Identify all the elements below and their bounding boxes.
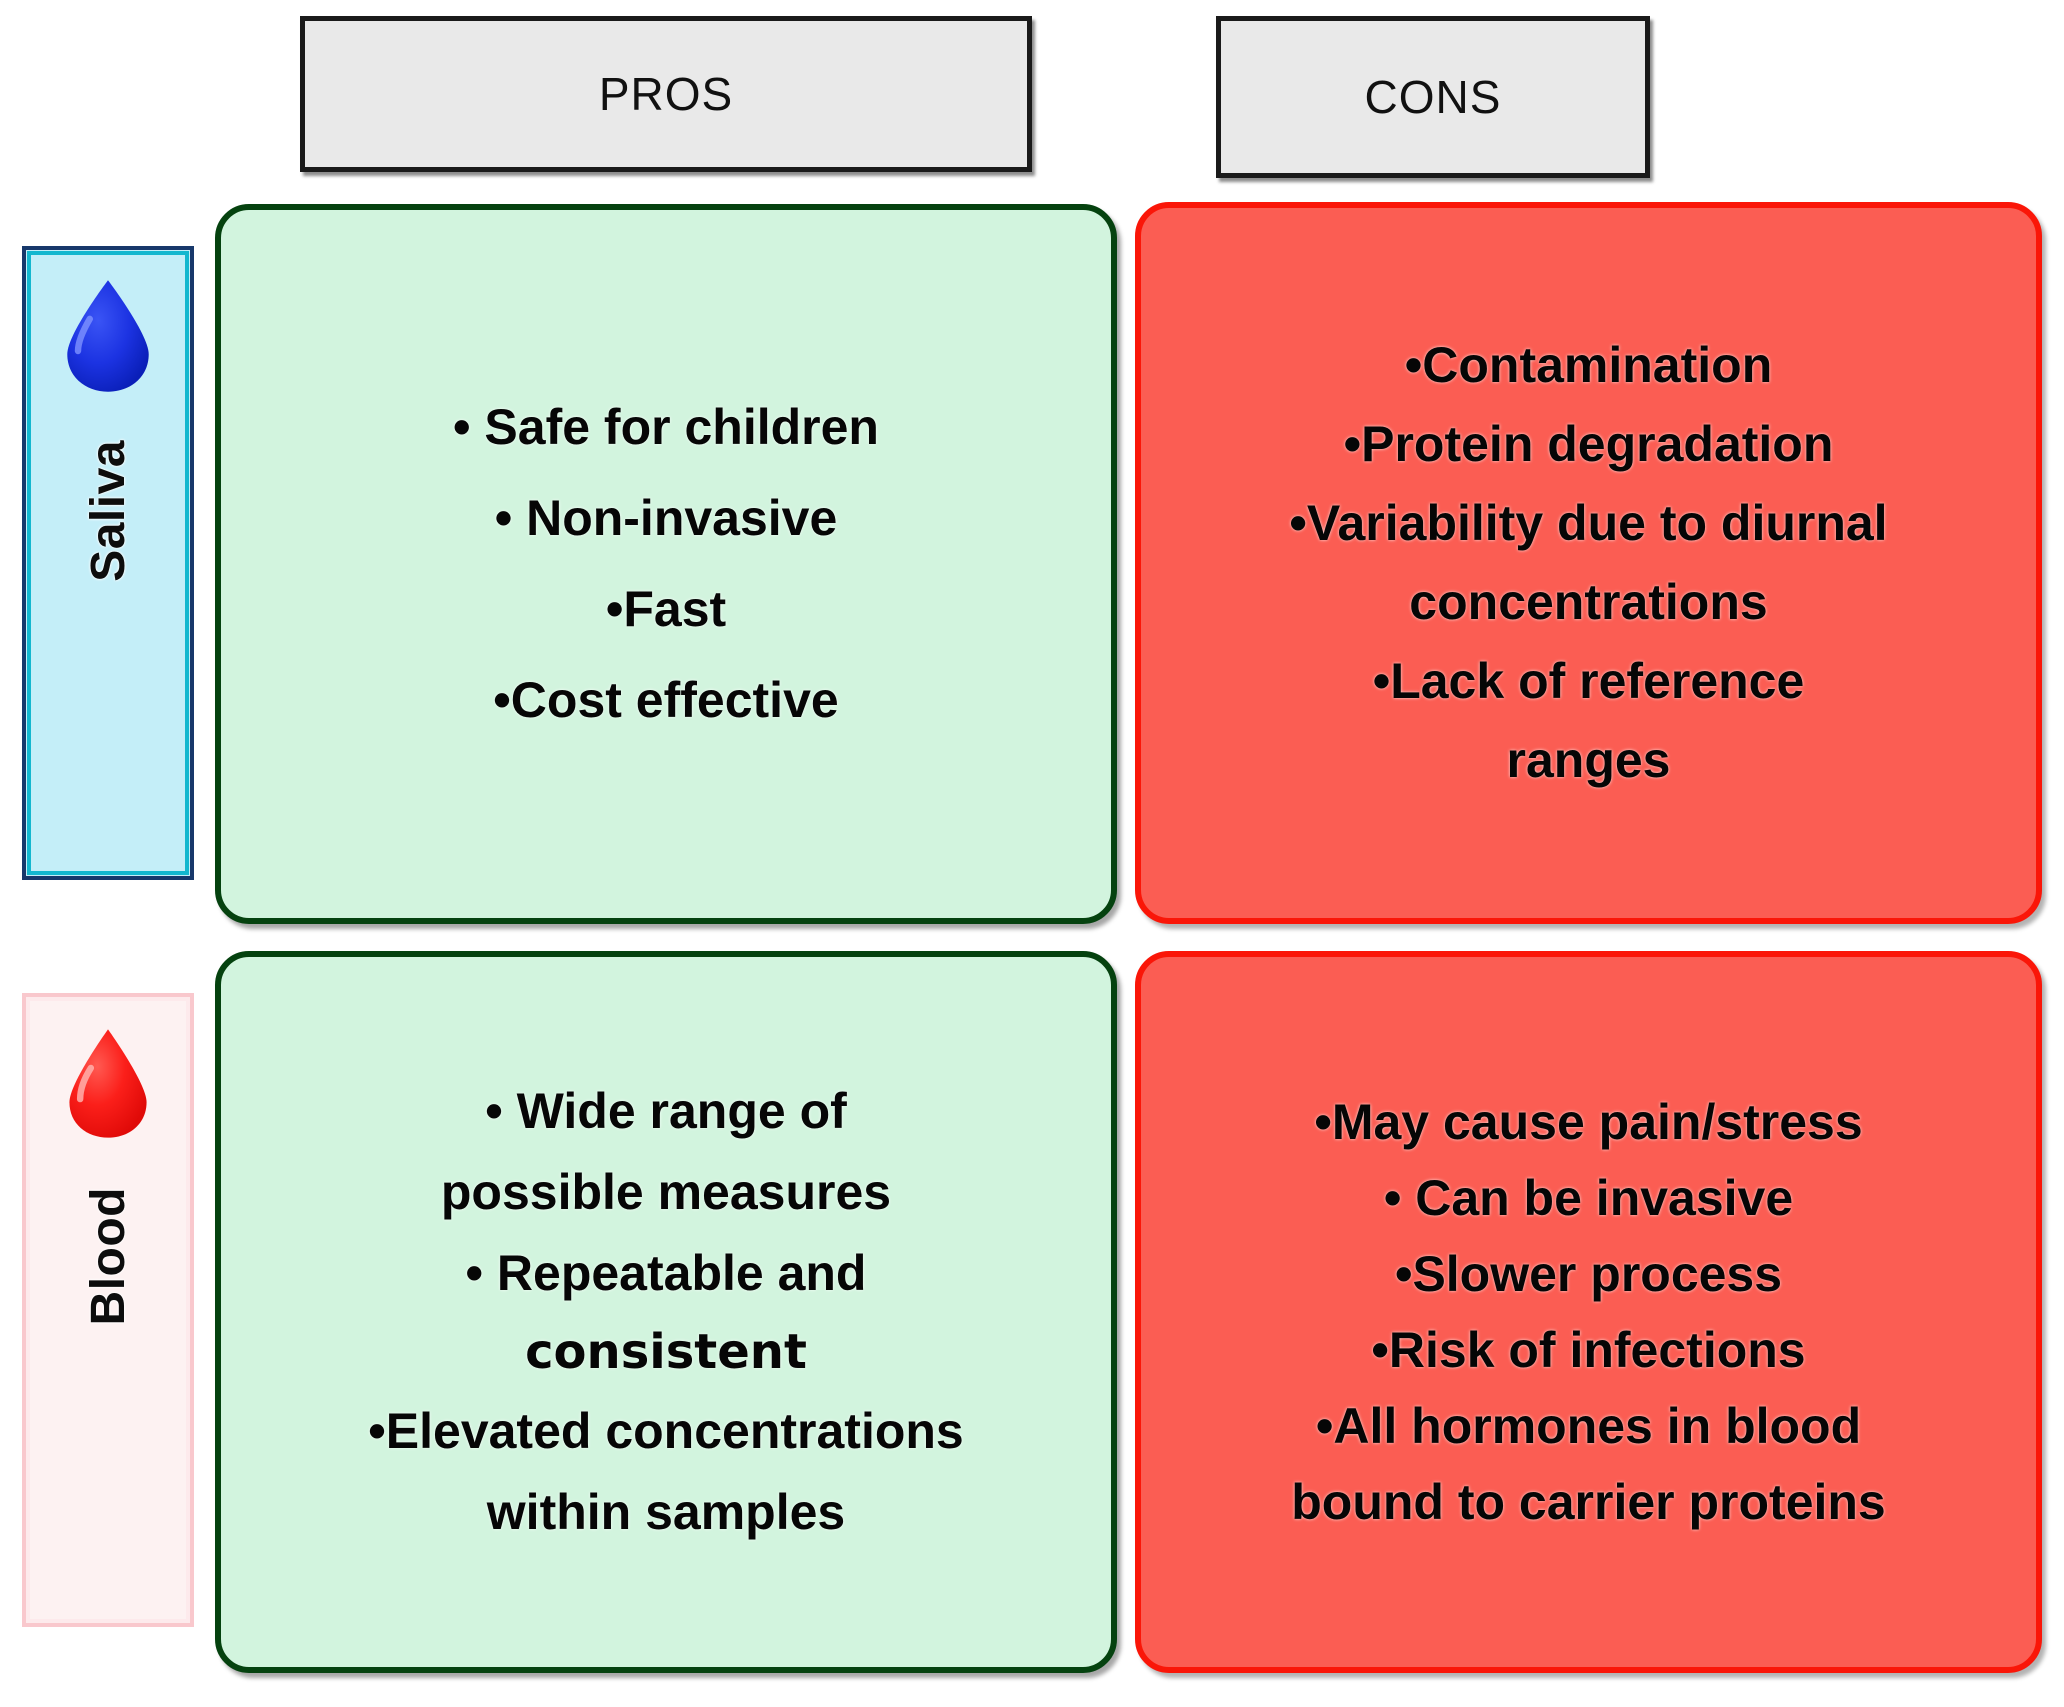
- list-item-continuation: within samples: [486, 1484, 846, 1541]
- list-item-continuation: ranges: [1506, 732, 1671, 788]
- list-item-continuation: bound to carrier proteins: [1291, 1474, 1886, 1530]
- water-drop-icon: [53, 276, 163, 396]
- list-item: •Risk of infections: [1371, 1322, 1806, 1378]
- panel-saliva-cons: •Contamination •Protein degradation •Var…: [1135, 202, 2042, 924]
- column-header-cons: CONS: [1216, 16, 1650, 178]
- blood-drop-icon: [53, 1023, 163, 1143]
- list-item-continuation: consistent: [525, 1323, 807, 1380]
- list-item: •Slower process: [1394, 1246, 1783, 1302]
- list-item: •Protein degradation: [1343, 416, 1834, 472]
- row-label-blood-text: Blood: [81, 1187, 135, 1326]
- column-header-cons-label: CONS: [1364, 71, 1502, 123]
- list-item-continuation: concentrations: [1409, 574, 1768, 630]
- column-header-pros-label: PROS: [598, 68, 734, 120]
- row-label-blood: Blood: [22, 993, 194, 1627]
- list-item: • Can be invasive: [1383, 1170, 1794, 1226]
- list-item: •Cost effective: [493, 672, 839, 728]
- list-item: • Non-invasive: [494, 490, 838, 546]
- list-item: • Repeatable and: [465, 1244, 867, 1301]
- list-item: •All hormones in blood: [1315, 1398, 1862, 1454]
- panel-blood-pros: • Wide range of possible measures • Repe…: [215, 951, 1117, 1673]
- list-item-continuation: possible measures: [440, 1163, 892, 1220]
- panel-blood-cons: •May cause pain/stress • Can be invasive…: [1135, 951, 2042, 1673]
- list-item: • Wide range of: [485, 1082, 847, 1139]
- list-item: •Contamination: [1404, 337, 1773, 393]
- list-item: •Variability due to diurnal: [1289, 495, 1888, 551]
- list-item: •Lack of reference: [1372, 653, 1805, 709]
- list-item: • Safe for children: [453, 399, 879, 455]
- list-item: •Elevated concentrations: [368, 1403, 964, 1460]
- panel-saliva-pros: • Safe for children • Non-invasive •Fast…: [215, 204, 1117, 924]
- list-item: •Fast: [605, 581, 727, 637]
- column-header-pros: PROS: [300, 16, 1032, 172]
- row-label-saliva-text: Saliva: [81, 440, 135, 582]
- row-label-saliva: Saliva: [22, 246, 194, 880]
- list-item: •May cause pain/stress: [1314, 1094, 1863, 1150]
